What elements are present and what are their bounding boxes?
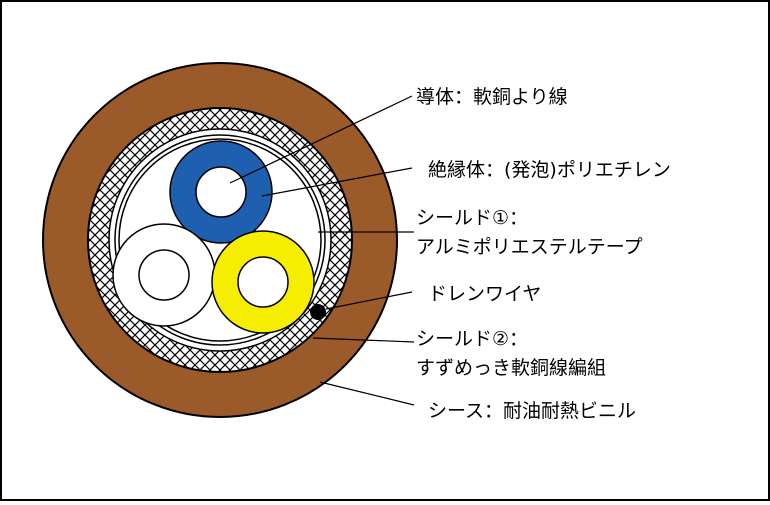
- label-conductor: 導体：軟銅より線: [416, 86, 568, 108]
- leader-sheath: [319, 381, 415, 406]
- label-shield1-desc: アルミポリエステルテープ: [416, 236, 643, 258]
- core-blue-conductor: [195, 166, 247, 218]
- label-shield1-title: シールド①：: [416, 207, 528, 229]
- label-drain: ドレンワイヤ: [428, 283, 541, 305]
- leader-drain: [325, 291, 413, 310]
- leader-shield2: [312, 337, 415, 343]
- core-yellow-conductor: [237, 256, 289, 308]
- label-insulation: 絶縁体：(発泡)ポリエチレン: [428, 159, 671, 181]
- core-white-conductor: [138, 249, 190, 301]
- drain-wire: [310, 304, 326, 320]
- label-shield2-desc: すずめっき軟銅線編組: [416, 357, 606, 379]
- braid-inner-edge: [108, 128, 332, 352]
- leader-insulation: [261, 167, 413, 197]
- label-shield2-title: シールド②：: [416, 328, 528, 350]
- leader-conductor: [229, 95, 413, 184]
- leader-lines: [229, 95, 415, 406]
- label-sheath: シース：耐油耐熱ビニル: [428, 400, 636, 422]
